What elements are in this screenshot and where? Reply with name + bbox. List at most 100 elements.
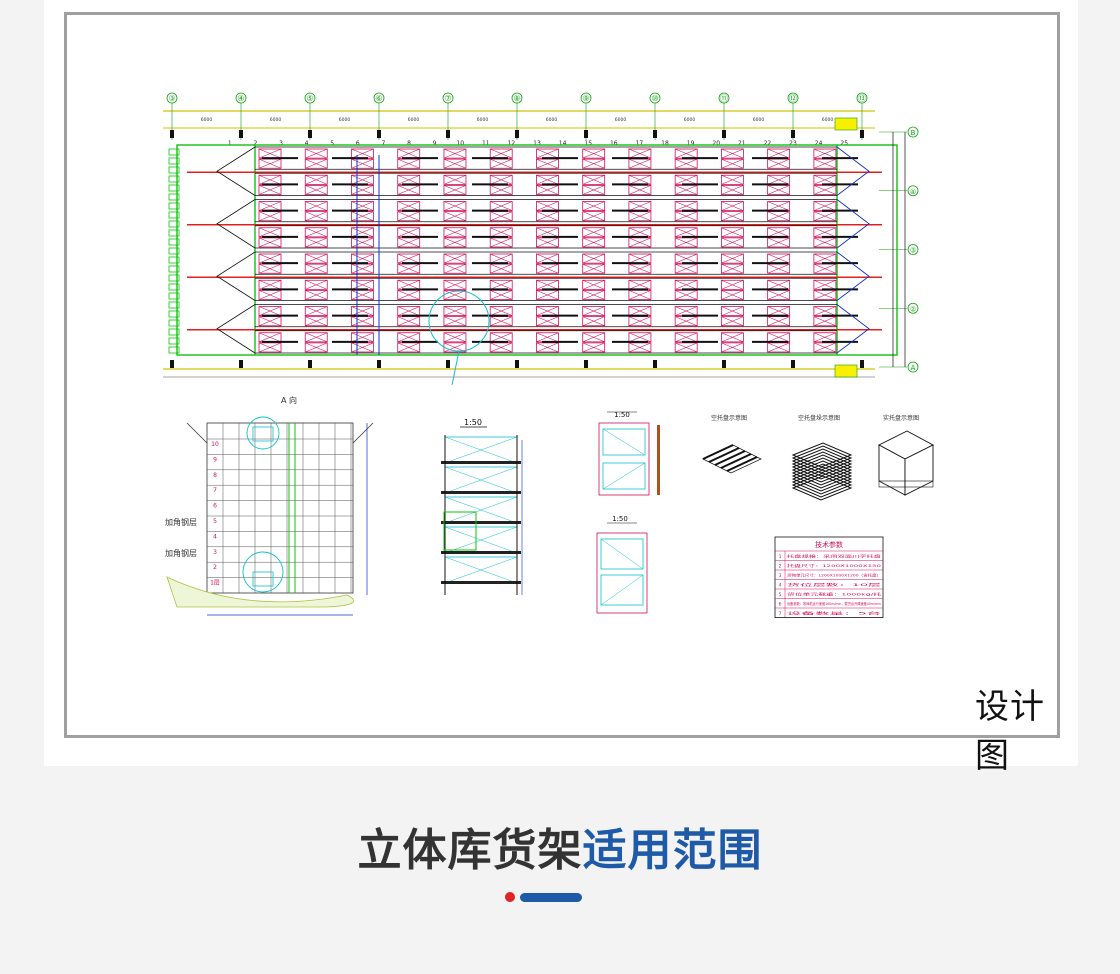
ground-fill [166,576,354,608]
column-post [791,130,795,138]
beam [612,262,648,265]
title-dot [505,892,515,902]
beam [542,209,578,212]
pallet-position [721,148,744,159]
column-post [239,360,243,368]
pallet-position [582,211,606,222]
beam [542,183,578,186]
pallet-position [721,158,744,169]
beam [402,183,438,186]
span-dimension: 6000 [339,117,351,123]
pallet-position [721,211,744,222]
bay-number: 18 [661,140,669,147]
span-dimension: 6000 [684,117,696,123]
beam [542,262,578,265]
aisle-end [836,146,870,196]
marker [834,117,858,131]
column-post [722,130,726,138]
level-number: 6 [213,503,217,510]
beam [402,340,438,343]
span-dimension: 6000 [270,117,282,123]
end-stop [168,202,180,210]
level-number: 5 [213,518,217,525]
beam [472,340,508,343]
elevation-outline [206,422,354,594]
beam [402,288,438,291]
row-axis-bubble [907,244,919,255]
beam [472,235,508,238]
beam [612,340,648,343]
section-beam [441,491,521,494]
end-stop [168,265,180,273]
bay-number: 24 [815,140,823,147]
span-dimension: 6000 [201,117,213,123]
column-axis-label: ⑧ [513,94,520,103]
pallet-position [443,279,467,290]
span-dimension: 6000 [753,117,765,123]
end-stop [168,238,180,246]
bay-number: 4 [305,140,309,147]
beam [752,235,788,238]
section-details: 1:501:501:50 [441,411,660,614]
pallet-position [304,342,328,353]
row-axis-label: A [911,364,916,372]
pallet-position [304,279,328,290]
beam [472,262,508,265]
column-post [584,360,588,368]
tech-table-index: 1 [779,554,782,560]
pallet-slat [720,453,752,469]
beam [542,314,578,317]
end-stop [168,220,180,228]
beam [262,314,298,317]
bay-number: 21 [738,140,746,147]
bay-number: 12 [508,140,516,147]
end-stop [168,292,180,300]
beam [262,209,298,212]
column-post [584,130,588,138]
aisle-end [216,251,256,301]
elevation-view-label: A 向 [281,395,297,405]
column-post [860,360,864,368]
bay-number: 25 [840,140,848,147]
detail-circle-bottom [242,551,284,593]
beam [332,209,368,212]
beam [682,209,718,212]
beam [822,314,858,317]
beam [542,288,578,291]
pallet-position [582,263,606,274]
column-post [515,360,519,368]
level-number: 9 [213,456,217,463]
end-stop [168,229,180,237]
span-dimension: 6000 [615,117,627,123]
tech-table-index: 3 [779,573,782,579]
bay-number: 14 [559,140,567,147]
end-stop [168,256,180,264]
bay-number: 19 [687,140,695,147]
pallet-position [304,158,328,169]
level-number: 10 [211,441,219,448]
aisle-end [216,146,256,196]
beam [262,183,298,186]
beam [682,183,718,186]
bay-number: 13 [533,140,541,147]
pallet-stack-layer [791,463,853,489]
beam [822,262,858,265]
beam [332,157,368,160]
pallet-position [721,279,744,290]
pallet-stack-layer [791,475,853,501]
column-post [722,360,726,368]
beam [822,340,858,343]
beam [332,288,368,291]
pallet-position [721,306,744,317]
aisle-end [836,251,870,301]
end-stop [168,175,180,183]
beam [752,340,788,343]
marker [834,364,858,378]
pallet-stack-layer [791,472,853,498]
section-detail-3 [596,532,648,614]
pallet-slat [708,447,740,463]
section-beam [441,551,521,554]
section-title: 立体库货架适用范围 [0,814,1120,878]
angle-steel-note: 加角钢层 [165,548,197,558]
